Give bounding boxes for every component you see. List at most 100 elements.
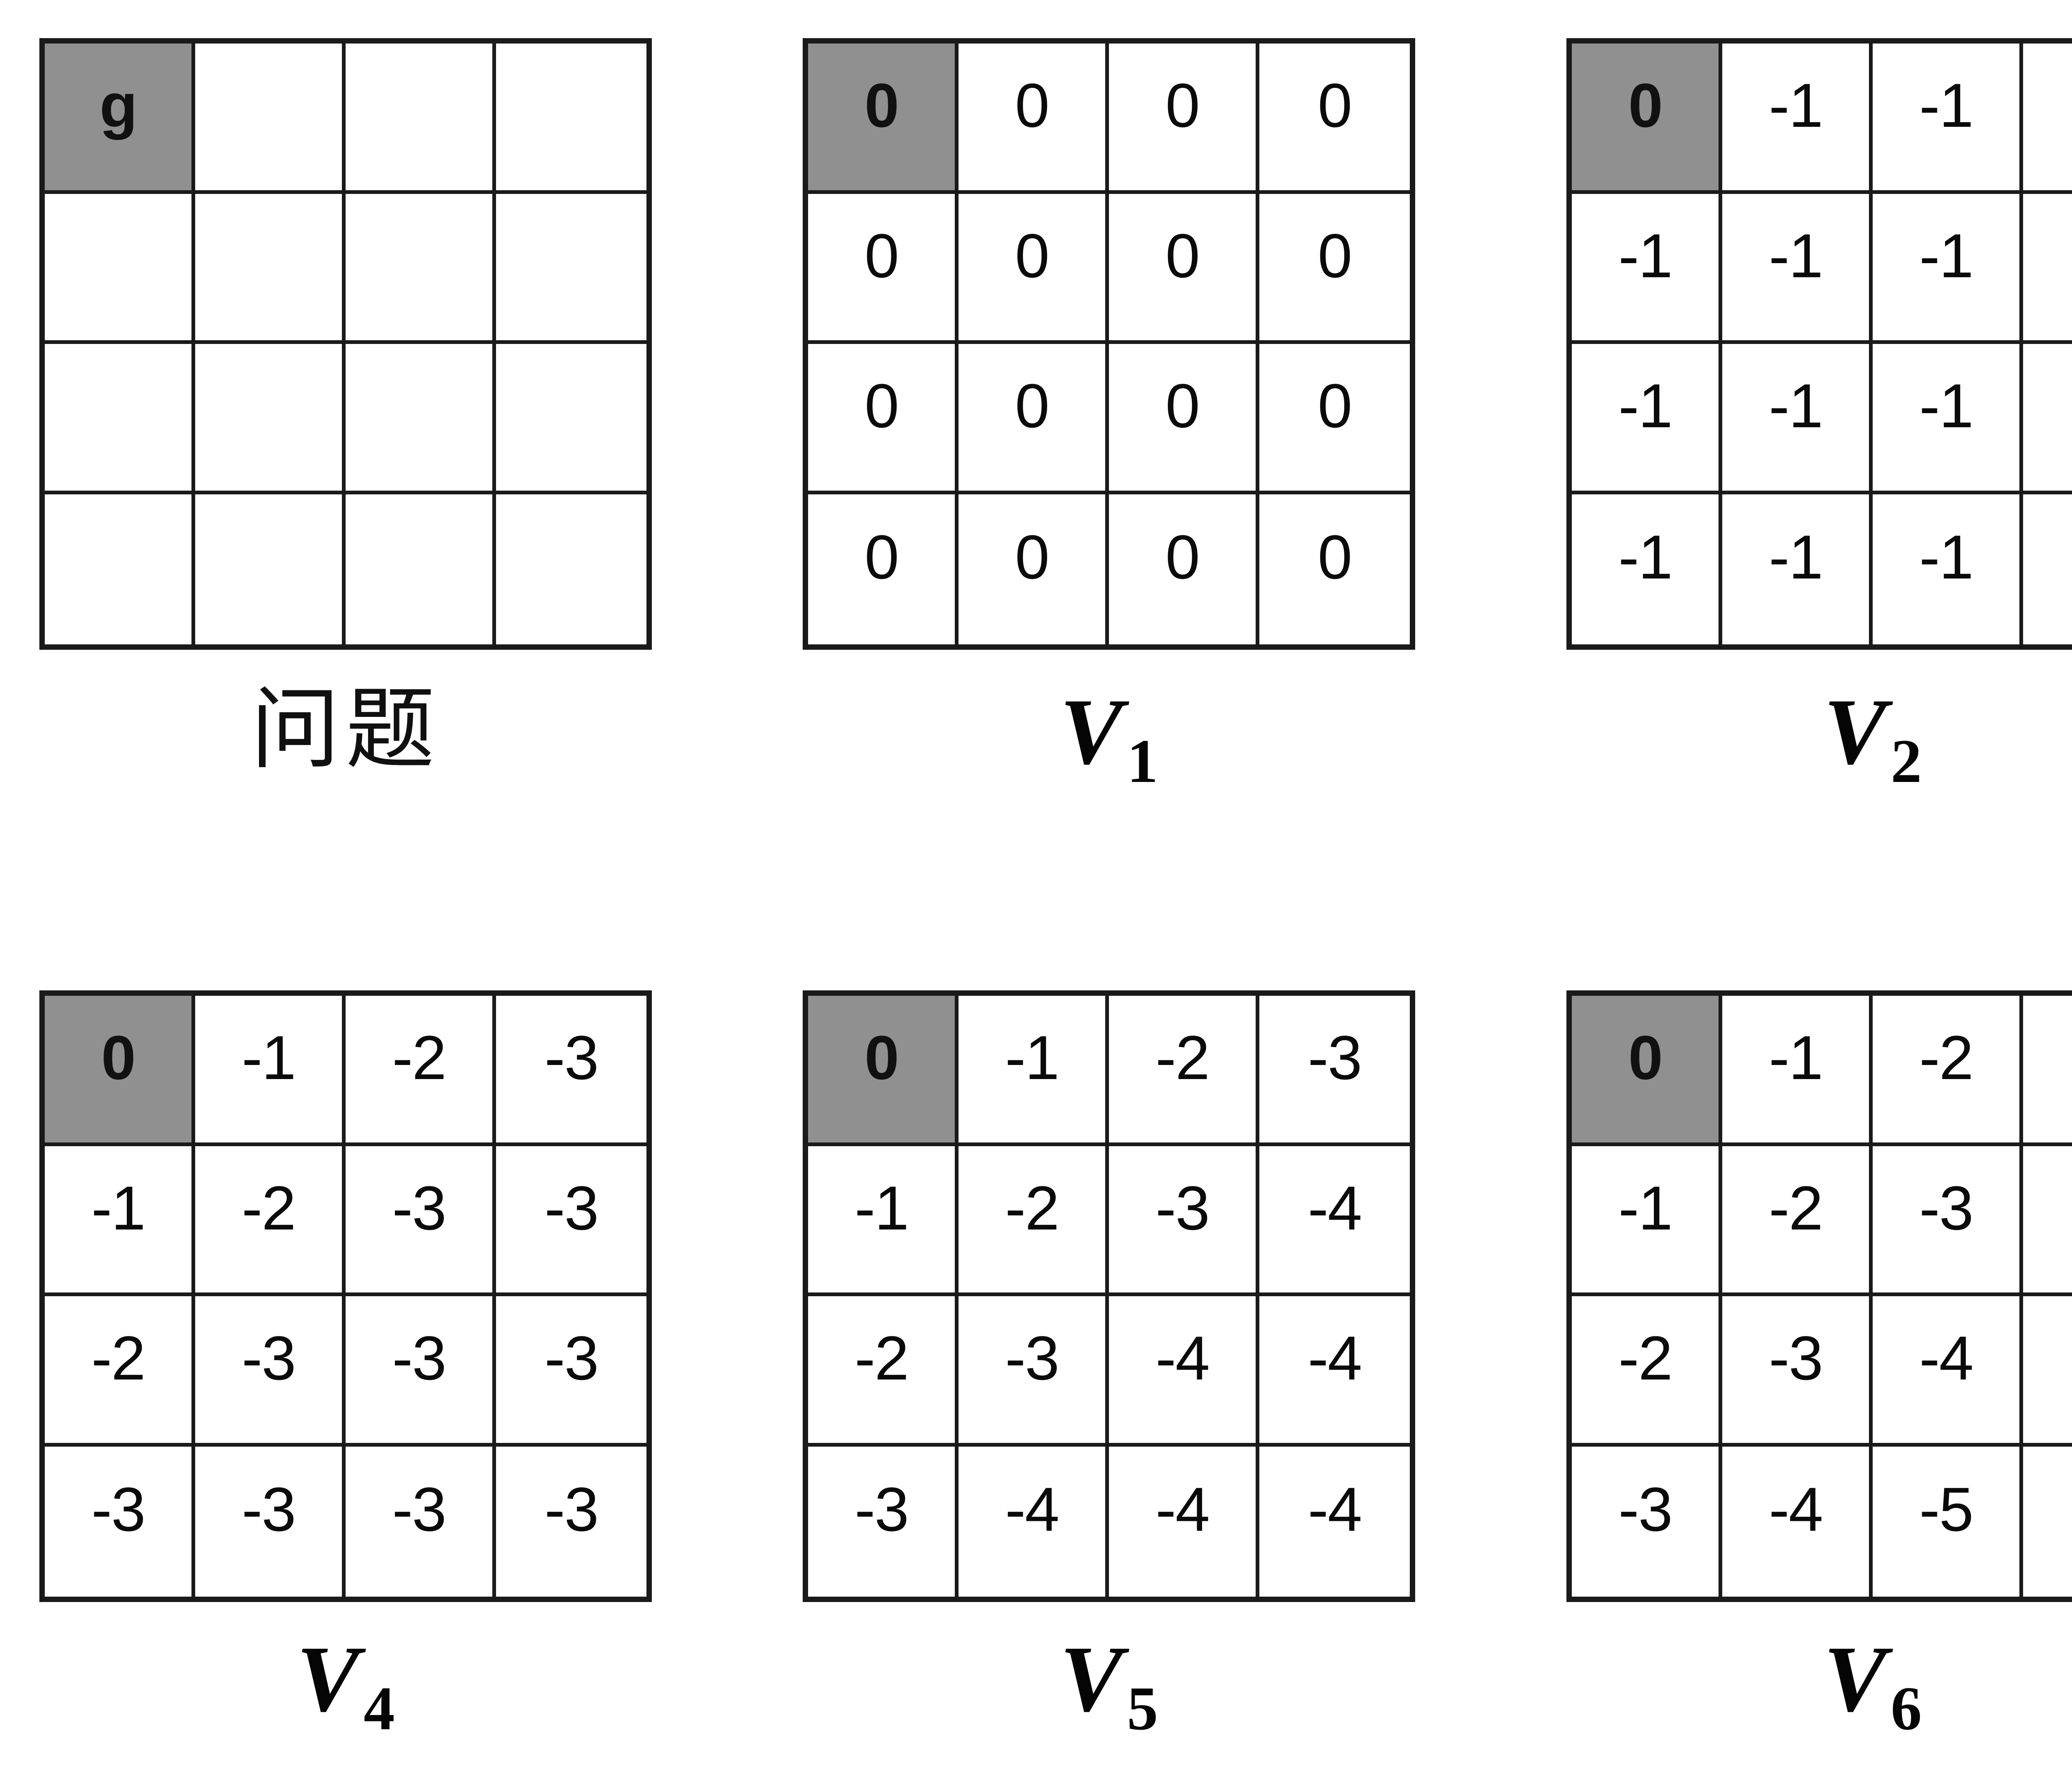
cell-value: -3 [392,1474,446,1544]
cell-value: -3 [1307,1023,1362,1093]
grid-cell [195,494,346,644]
grid-cell: -3 [346,1296,496,1447]
grid-cell [45,344,195,494]
cell-value: 0 [1317,371,1352,441]
grid-cell: -1 [1873,194,2023,344]
grid-cell: -4 [1259,1296,1410,1447]
grid-cell: -4 [1109,1296,1259,1447]
grid-cell: -3 [496,1446,646,1597]
cell-value: -1 [1769,371,1823,441]
cell-value: 0 [864,70,899,140]
cell-value: 0 [1015,220,1049,290]
cell-value: -1 [242,1023,296,1093]
cell-value: -1 [1005,1023,1059,1093]
grid-cell: -3 [45,1446,195,1597]
caption-symbol: V [296,1627,360,1731]
grid-cell: 0 [1259,494,1410,644]
cell-value: 0 [1317,70,1352,140]
cell-value: -2 [392,1023,446,1093]
cell-value: -4 [1307,1173,1362,1243]
cell-value: -3 [392,1323,446,1393]
cell-value: -1 [1618,1173,1673,1243]
grid-cell: 0 [45,996,195,1146]
cell-value: -5 [2023,1327,2072,1389]
value-grid-problem: g [39,38,652,650]
grid-cell: -1 [1572,494,1722,644]
grid-cell: -2 [1109,996,1259,1146]
cell-value: -3 [1618,1474,1673,1544]
grid-cell: -3 [1109,1146,1259,1296]
cell-value: -2 [242,1173,296,1243]
cell-value: -1 [1919,522,1973,592]
cell-value: -1 [1919,70,1973,140]
grid-panel-v6: 0-1-2-3-1-2-3-4-2-3-4-5-3-4-5-5V6 [1566,990,2072,1740]
grid-caption-v1: V1 [803,685,1415,792]
grid-cell: -1 [1722,194,1873,344]
grid-cell: -3 [496,996,646,1146]
cell-value: -2 [1769,1173,1823,1243]
grid-cell: 0 [1109,494,1259,644]
grid-cell: -2 [1873,996,2023,1146]
grid-cell: -3 [1722,1296,1873,1447]
cell-value: -2 [1919,1023,1973,1093]
grid-cell: -1 [2023,44,2072,194]
grid-cell [496,494,646,644]
grid-cell: 0 [808,344,959,494]
caption-subscript: 6 [1890,1674,1922,1743]
grid-cell: -1 [1873,494,2023,644]
caption-symbol: V [1060,1627,1123,1731]
cell-value: 0 [864,220,899,290]
grid-cell: -5 [2023,1446,2072,1597]
grid-cell: -3 [1572,1446,1722,1597]
cell-value: -1 [1769,220,1823,290]
grid-cell: -1 [1722,494,1873,644]
cell-value: 0 [1628,1023,1663,1093]
grid-cell: -2 [1572,1296,1722,1447]
grid-cell: -3 [2023,996,2072,1146]
cell-value: -1 [1618,371,1673,441]
grid-cell: -1 [1572,1146,1722,1296]
cell-value: -3 [242,1323,296,1393]
grid-cell: -2 [45,1296,195,1447]
grid-panel-v2: 0-1-1-1-1-1-1-1-1-1-1-1-1-1-1-1V2 [1566,38,2072,792]
grid-cell [346,194,496,344]
cell-value: -1 [1618,220,1673,290]
grid-cell: -4 [1722,1446,1873,1597]
grid-cell: -3 [959,1296,1109,1447]
cell-value: 0 [1317,522,1352,592]
caption-subscript: 5 [1127,1674,1158,1743]
cell-value: -1 [1919,371,1973,441]
grid-cell: 0 [1572,44,1722,194]
grid-cell: 0 [959,494,1109,644]
grid-cell: -2 [1722,1146,1873,1296]
grid-caption-problem: 问题 [39,685,652,774]
cell-value: -1 [1919,220,1973,290]
cell-value: 0 [1317,220,1352,290]
cell-value: -4 [1769,1474,1823,1544]
grid-cell: -4 [1259,1146,1410,1296]
grid-cell: 0 [1109,44,1259,194]
cell-value: 0 [1015,70,1049,140]
value-grid-v5: 0-1-2-3-1-2-3-4-2-3-4-4-3-4-4-4 [803,990,1415,1602]
cell-value: -3 [544,1323,599,1393]
grid-caption-v6: V6 [1566,1632,2072,1740]
grid-cell [346,44,496,194]
cell-value: -3 [1005,1323,1059,1393]
grid-cell: -4 [1259,1446,1410,1597]
cell-value: -3 [1155,1173,1210,1243]
caption-symbol: V [1823,1627,1887,1731]
grid-cell [496,194,646,344]
cell-value: -1 [1618,522,1673,592]
cell-value: -2 [1005,1173,1059,1243]
grid-cell: -3 [195,1296,346,1447]
cell-value: -1 [1769,70,1823,140]
grid-cell: -3 [808,1446,959,1597]
grid-cell: -4 [1873,1296,2023,1447]
grid-cell: g [45,44,195,194]
cell-value: -2 [91,1323,145,1393]
cell-value: -1 [854,1173,909,1243]
